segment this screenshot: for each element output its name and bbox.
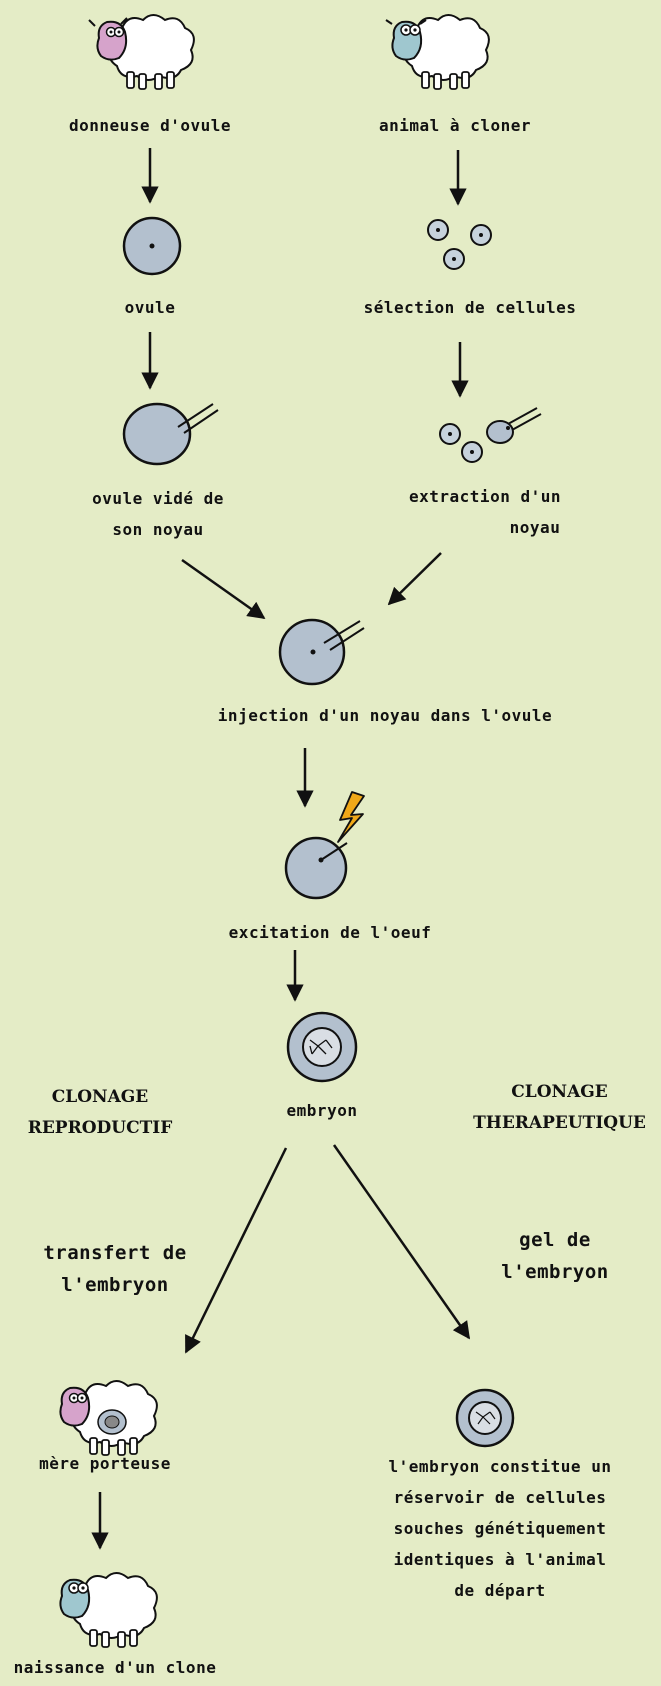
enucleated-egg-line-2: son noyau [48, 514, 268, 545]
nucleus-extraction-line-1: extraction d'un [375, 481, 595, 512]
reproductive-cloning-heading: CLONAGE REPRODUCTIF [0, 1082, 200, 1144]
cell-selection-label: sélection de cellules [330, 292, 610, 323]
embryo-icon [288, 1013, 356, 1081]
stem-cell-reservoir-text: l'embryon constitue un réservoir de cell… [345, 1451, 655, 1606]
nucleus-extraction-label: extraction d'un noyau [375, 481, 595, 543]
embryo-freezing-line-2: l'embryon [455, 1256, 655, 1288]
enucleated-egg-label: ovule vidé de son noyau [48, 483, 268, 545]
egg-donor-label: donneuse d'ovule [40, 110, 260, 141]
arrow-icon [334, 1145, 469, 1338]
embryo-freezing-line-1: gel de [455, 1224, 655, 1256]
therapeutic-cloning-line-1: CLONAGE [458, 1077, 661, 1108]
donor-sheep-icon [89, 15, 194, 89]
egg-label: ovule [100, 292, 200, 323]
embryo-freezing-label: gel de l'embryon [455, 1224, 655, 1288]
arrow-icon [389, 553, 441, 604]
stimulated-egg-icon [286, 792, 364, 898]
reproductive-cloning-line-2: REPRODUCTIF [0, 1113, 200, 1144]
reservoir-line-3: souches génétiquement [345, 1513, 655, 1544]
reservoir-line-5: de départ [345, 1575, 655, 1606]
arrow-icon [182, 560, 264, 618]
animal-to-clone-label: animal à cloner [350, 110, 560, 141]
nucleus-extraction-icon [440, 408, 541, 462]
reservoir-line-2: réservoir de cellules [345, 1482, 655, 1513]
reproductive-cloning-line-1: CLONAGE [0, 1082, 200, 1113]
lightning-icon [338, 792, 364, 842]
nucleus-extraction-line-2: noyau [375, 512, 595, 543]
original-sheep-icon [386, 15, 489, 89]
embryo-transfer-label: transfert de l'embryon [10, 1237, 220, 1301]
cells-icon [428, 220, 491, 269]
nucleus-injection-icon [280, 620, 364, 684]
therapeutic-cloning-heading: CLONAGE THERAPEUTIQUE [458, 1077, 661, 1139]
surrogate-mother-label: mère porteuse [10, 1448, 200, 1479]
embryo-label: embryon [262, 1095, 382, 1126]
reservoir-line-1: l'embryon constitue un [345, 1451, 655, 1482]
frozen-embryo-icon [457, 1390, 513, 1446]
egg-cell-icon [124, 218, 180, 274]
reservoir-line-4: identiques à l'animal [345, 1544, 655, 1575]
enucleated-egg-icon [124, 404, 218, 464]
surrogate-sheep-icon [60, 1381, 157, 1455]
clone-birth-label: naissance d'un clone [0, 1652, 230, 1683]
micropipette-icon [508, 408, 541, 430]
egg-stimulation-label: excitation de l'oeuf [180, 917, 480, 948]
embryo-transfer-line-1: transfert de [10, 1237, 220, 1269]
clone-sheep-icon [60, 1573, 157, 1647]
nucleus-injection-label: injection d'un noyau dans l'ovule [150, 700, 620, 731]
enucleated-egg-line-1: ovule vidé de [48, 483, 268, 514]
embryo-transfer-line-2: l'embryon [10, 1269, 220, 1301]
therapeutic-cloning-line-2: THERAPEUTIQUE [458, 1108, 661, 1139]
